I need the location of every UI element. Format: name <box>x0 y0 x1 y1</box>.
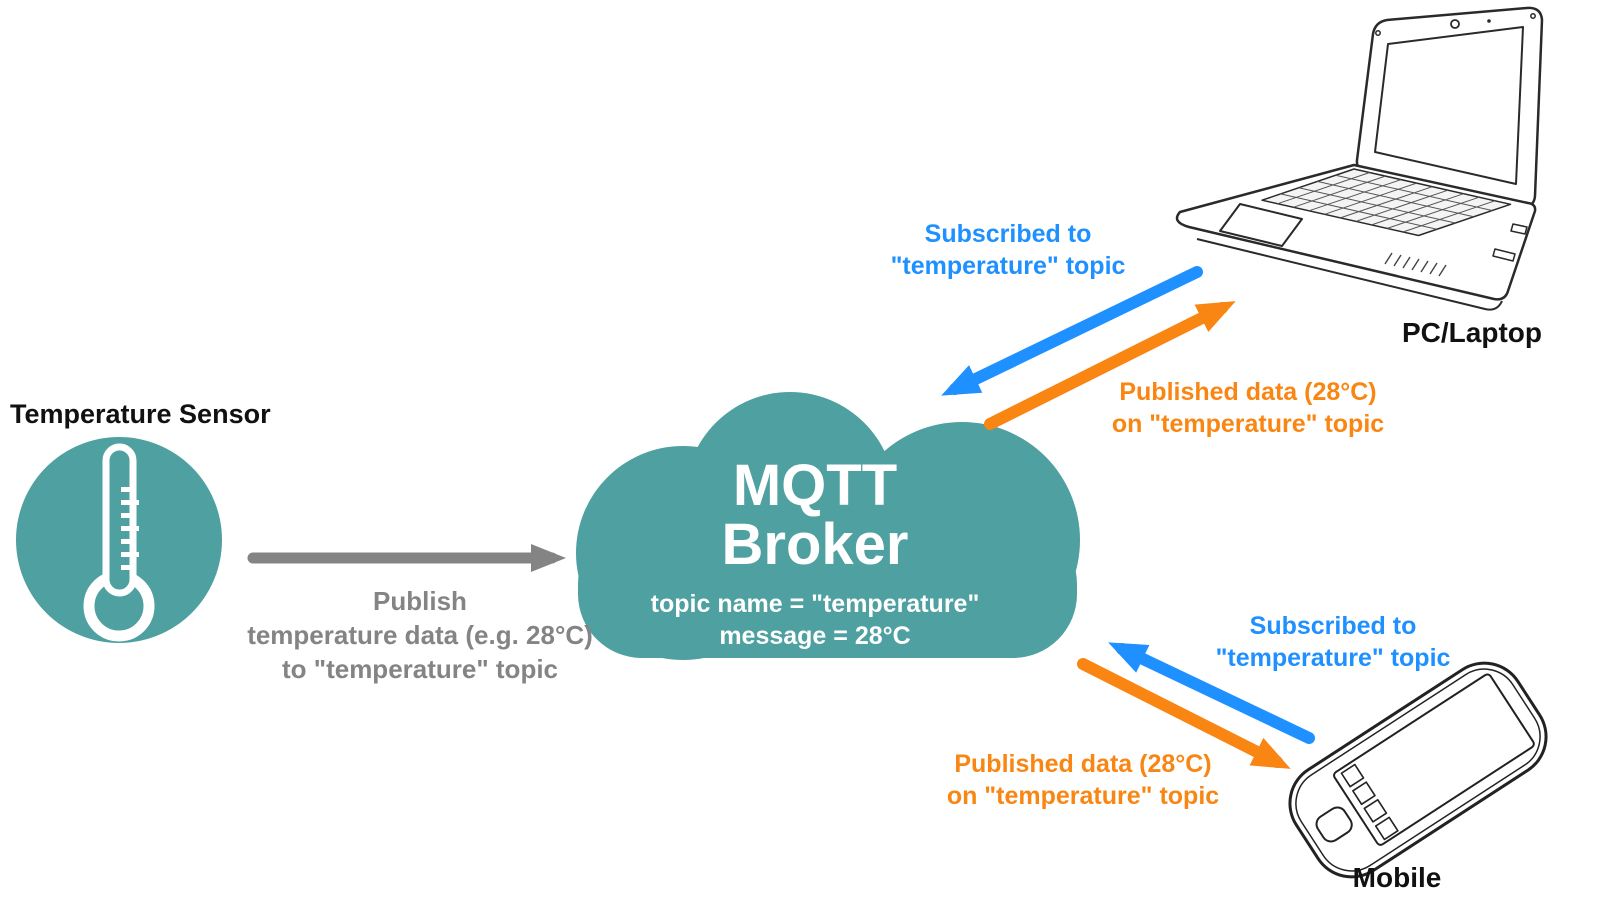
sensor-title: Temperature Sensor <box>10 399 271 429</box>
mobile-published-line2: on "temperature" topic <box>946 782 1220 810</box>
pc-subscribe-arrow <box>941 266 1203 396</box>
broker-title-line1: MQTT <box>732 453 898 518</box>
smartphone-icon <box>1288 661 1548 879</box>
publish-flow-line3: to "temperature" topic <box>281 654 559 684</box>
mobile-publish-arrow <box>1077 658 1291 769</box>
broker-topic-info: topic name = "temperature" message = 28°… <box>590 588 1040 652</box>
phone-screen <box>1333 673 1535 846</box>
broker-cloud <box>576 392 1080 660</box>
pc-published-label: Published data (28°C) on "temperature" t… <box>1078 376 1418 440</box>
broker-topic-line: topic name = "temperature" <box>650 590 980 618</box>
publish-flow-line2: temperature data (e.g. 28°C) <box>247 620 593 650</box>
touchpad <box>1219 203 1303 247</box>
mobile-published-line1: Published data (28°C) <box>954 750 1212 778</box>
temperature-sensor-icon <box>16 437 222 643</box>
broker-title-line2: Broker <box>721 512 909 577</box>
mobile-label: Mobile <box>1352 862 1442 893</box>
laptop-icon <box>1175 6 1544 311</box>
mobile-subscribe-arrow <box>1108 642 1315 744</box>
pc-subscribed-line1: Subscribed to <box>924 220 1092 248</box>
thermometer-icon <box>83 443 155 642</box>
home-button <box>1315 806 1353 843</box>
mobile-subscribed-line1: Subscribed to <box>1249 612 1417 640</box>
webcam-icon <box>1450 19 1460 29</box>
mobile-published-label: Published data (28°C) on "temperature" t… <box>913 748 1253 812</box>
publish-flow-label: Publish temperature data (e.g. 28°C) to … <box>200 584 640 686</box>
pc-publish-arrow <box>984 301 1236 430</box>
pc-subscribed-line2: "temperature" topic <box>890 252 1126 280</box>
mobile-subscribed-line2: "temperature" topic <box>1215 644 1451 672</box>
publish-flow-line1: Publish <box>373 586 467 616</box>
pc-label: PC/Laptop <box>1402 317 1542 348</box>
pc-subscribed-label: Subscribed to "temperature" topic <box>838 218 1178 282</box>
mobile-subscribed-label: Subscribed to "temperature" topic <box>1163 610 1503 674</box>
broker-message-line: message = 28°C <box>719 622 911 650</box>
pc-published-line1: Published data (28°C) <box>1119 378 1377 406</box>
broker-title: MQTT Broker <box>615 456 1015 574</box>
phone-menu-buttons <box>1340 763 1399 841</box>
pc-published-line2: on "temperature" topic <box>1111 410 1385 438</box>
